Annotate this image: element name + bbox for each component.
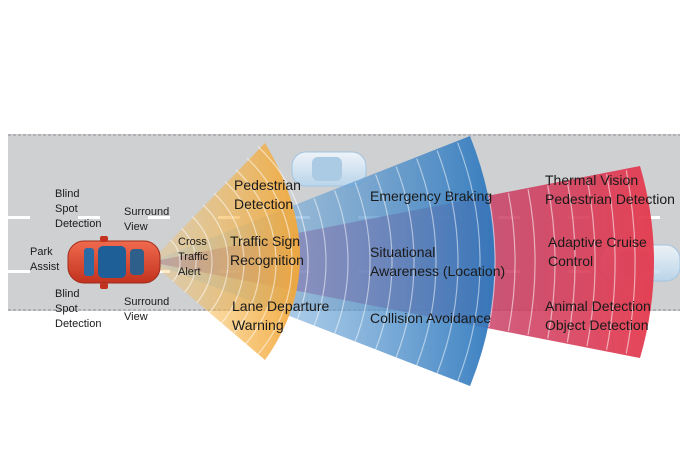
lane-dash [148, 216, 170, 219]
range-arc [202, 204, 229, 314]
range-arc [507, 192, 516, 332]
label-surround-view-top-line: View [124, 221, 148, 233]
lane-dash [78, 216, 100, 219]
range-arc [436, 150, 459, 374]
label-traffic-sign-recognition-line: Recognition [230, 252, 304, 268]
label-situational-awareness-line: Awareness (Location) [370, 263, 505, 279]
label-cross-traffic-alert-line: Cross [178, 236, 207, 248]
label-blind-spot-detection-bottom-line: Spot [55, 303, 78, 315]
range-arc [625, 170, 636, 354]
label-situational-awareness-line: Situational [370, 244, 435, 260]
range-arc [375, 174, 393, 350]
oncoming-car-top [291, 151, 367, 187]
label-surround-view-top-line: Surround [124, 206, 169, 218]
range-arc [170, 239, 181, 283]
label-lane-departure-warning-line: Warning [232, 317, 284, 333]
label-blind-spot-detection-top-line: Detection [55, 218, 101, 230]
range-arc [213, 192, 245, 325]
label-emergency-braking: Emergency Braking [370, 188, 492, 204]
label-blind-spot-detection-bottom-line: Detection [55, 318, 101, 330]
label-traffic-sign-recognition-line: Traffic Sign [230, 233, 300, 249]
label-cross-traffic-alert-line: Traffic [178, 251, 208, 263]
label-animal-detection-line: Animal Detection [545, 298, 651, 314]
range-arc [566, 181, 576, 343]
label-animal-detection-line: Object Detection [545, 317, 649, 333]
label-collision-avoidance: Collision Avoidance [370, 310, 491, 326]
label-thermal-vision-line: Thermal Vision [545, 172, 638, 188]
range-arc [354, 182, 371, 342]
host-car [67, 236, 161, 289]
label-lane-departure-warning-line: Lane Departure [232, 298, 330, 314]
label-collision-avoidance-line: Collision Avoidance [370, 310, 491, 326]
range-arc [488, 196, 496, 328]
label-pedestrian-detection-line: Detection [234, 196, 293, 212]
label-surround-view-bottom-line: Surround [124, 296, 169, 308]
range-arc [246, 157, 293, 357]
range-arc [457, 142, 481, 382]
range-arc [334, 190, 349, 334]
label-emergency-braking-line: Emergency Braking [370, 188, 492, 204]
label-pedestrian-detection-line: Pedestrian [234, 177, 301, 193]
label-surround-view-bottom-line: View [124, 311, 148, 323]
label-blind-spot-detection-top-line: Blind [55, 188, 79, 200]
range-arcs [170, 142, 636, 382]
short-range-beam [150, 143, 300, 360]
range-arc [416, 158, 437, 366]
label-blind-spot-detection-top-line: Spot [55, 203, 78, 215]
range-arc [395, 166, 415, 358]
label-cross-traffic-alert-line: Alert [178, 266, 201, 278]
label-park-assist-line: Park [30, 246, 53, 258]
range-arc [235, 169, 277, 346]
range-arc [527, 189, 536, 335]
range-arc [191, 216, 213, 304]
label-adaptive-cruise-control-line: Control [548, 253, 593, 269]
range-arc [224, 181, 261, 335]
range-arc [180, 227, 197, 293]
label-adaptive-cruise-control-line: Adaptive Cruise [548, 234, 647, 250]
sensor-beams [150, 136, 654, 386]
range-arc [547, 185, 556, 339]
label-thermal-vision-line: Pedestrian Detection [545, 191, 675, 207]
range-arc [606, 174, 616, 350]
lane-dash [8, 216, 30, 219]
label-park-assist-line: Assist [30, 261, 59, 273]
range-arc [257, 146, 309, 367]
lane-dash [8, 270, 30, 273]
mid-range-beam [150, 136, 495, 386]
label-blind-spot-detection-bottom-line: Blind [55, 288, 79, 300]
range-arc [313, 198, 327, 326]
range-arc [586, 177, 596, 347]
